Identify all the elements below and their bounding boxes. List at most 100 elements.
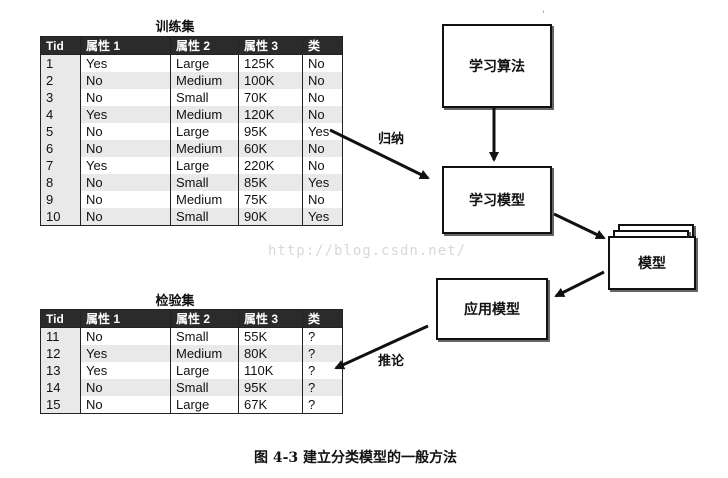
table-cell: ?	[302, 362, 343, 379]
table-cell: Medium	[170, 191, 239, 208]
table-cell: 95K	[238, 379, 303, 396]
table-cell: Medium	[170, 345, 239, 362]
learning-algorithm-label: 学习算法	[469, 59, 525, 75]
model-box: 模型	[608, 236, 696, 290]
table-cell: 15	[40, 396, 81, 414]
table-cell: Large	[170, 362, 239, 379]
table-cell: Yes	[80, 106, 171, 123]
table-cell: 14	[40, 379, 81, 396]
table-cell: 1	[40, 54, 81, 72]
table-cell: 5	[40, 123, 81, 140]
table-cell: Small	[170, 208, 239, 226]
table-cell: 75K	[238, 191, 303, 208]
table-cell: 80K	[238, 345, 303, 362]
column-header: 属性 3	[238, 309, 303, 328]
table-cell: 4	[40, 106, 81, 123]
apply-model-label: 应用模型	[464, 302, 520, 318]
table-cell: ?	[302, 379, 343, 396]
training-set-title: 训练集	[155, 20, 195, 35]
table-cell: Yes	[302, 208, 343, 226]
column-header: Tid	[40, 36, 81, 55]
column-header: 属性 2	[170, 309, 239, 328]
column-header: 属性 1	[80, 36, 171, 55]
test-set-title: 检验集	[155, 294, 195, 309]
table-cell: No	[80, 208, 171, 226]
table-cell: No	[302, 140, 343, 157]
table-cell: 90K	[238, 208, 303, 226]
table-cell: No	[80, 379, 171, 396]
table-cell: 8	[40, 174, 81, 191]
table-cell: No	[80, 89, 171, 106]
figure-caption: 图 4-3 建立分类模型的一般方法	[254, 450, 458, 466]
table-cell: No	[80, 396, 171, 414]
table-cell: 125K	[238, 54, 303, 72]
table-cell: Medium	[170, 106, 239, 123]
table-cell: Yes	[80, 345, 171, 362]
model-to-apply-arrow	[554, 270, 605, 298]
table-cell: Large	[170, 54, 239, 72]
table-cell: 3	[40, 89, 81, 106]
learning-algorithm-box: 学习算法	[442, 24, 552, 108]
table-cell: No	[302, 89, 343, 106]
table-cell: No	[302, 72, 343, 89]
column-header: 类	[302, 309, 343, 328]
deduction-label: 推论	[378, 354, 405, 369]
corner-tick: ,	[542, 4, 545, 15]
table-cell: 120K	[238, 106, 303, 123]
column-header: Tid	[40, 309, 81, 328]
column-header: 类	[302, 36, 343, 55]
table-cell: 100K	[238, 72, 303, 89]
table-cell: No	[302, 54, 343, 72]
table-cell: 2	[40, 72, 81, 89]
table-cell: Medium	[170, 72, 239, 89]
table-cell: Large	[170, 123, 239, 140]
learn-to-model-arrow	[553, 212, 606, 240]
table-cell: 11	[40, 327, 81, 345]
table-cell: No	[302, 191, 343, 208]
column-header: 属性 1	[80, 309, 171, 328]
learn-model-box: 学习模型	[442, 166, 552, 234]
table-cell: Small	[170, 174, 239, 191]
table-cell: Small	[170, 379, 239, 396]
table-cell: 6	[40, 140, 81, 157]
table-cell: 95K	[238, 123, 303, 140]
table-cell: Yes	[80, 362, 171, 379]
table-cell: Medium	[170, 140, 239, 157]
table-cell: No	[80, 123, 171, 140]
table-cell: 7	[40, 157, 81, 174]
table-cell: Yes	[302, 123, 343, 140]
table-cell: No	[80, 327, 171, 345]
induction-label: 归纳	[378, 132, 405, 147]
learn-model-label: 学习模型	[469, 193, 525, 209]
table-cell: 110K	[238, 362, 303, 379]
table-cell: No	[302, 106, 343, 123]
column-header: 属性 2	[170, 36, 239, 55]
table-cell: 55K	[238, 327, 303, 345]
table-cell: Large	[170, 396, 239, 414]
table-cell: 13	[40, 362, 81, 379]
table-cell: No	[80, 140, 171, 157]
table-cell: ?	[302, 396, 343, 414]
table-cell: 12	[40, 345, 81, 362]
model-label: 模型	[638, 256, 666, 272]
table-cell: Yes	[80, 54, 171, 72]
table-cell: No	[302, 157, 343, 174]
table-cell: 85K	[238, 174, 303, 191]
